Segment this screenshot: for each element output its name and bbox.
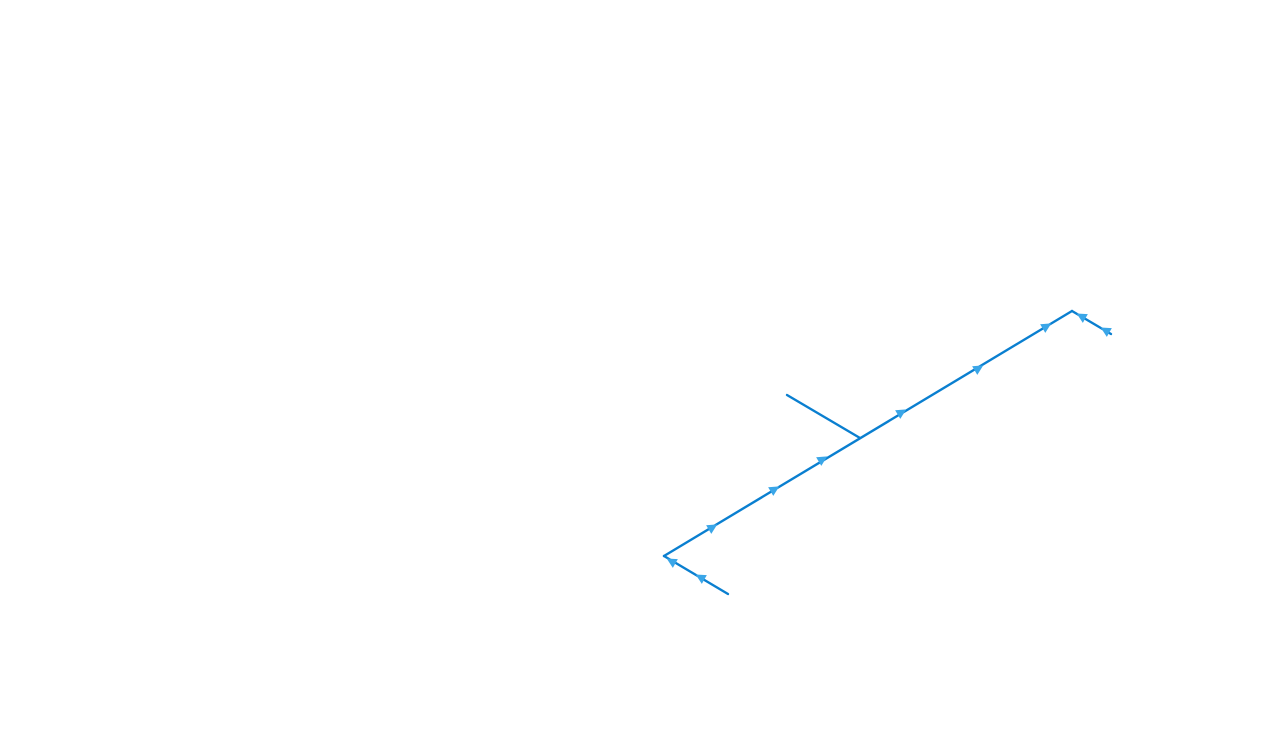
flow-arrow-icon xyxy=(706,524,718,534)
flow-arrow-icon xyxy=(1100,327,1112,337)
flow-arrow-icon xyxy=(1076,313,1088,323)
flow-arrow-icon xyxy=(816,456,828,466)
flow-arrow-icon xyxy=(695,574,707,584)
pipe-main-run xyxy=(662,309,1074,558)
flow-arrow-icon xyxy=(1040,323,1052,333)
pipe-network xyxy=(662,309,1113,596)
pipe-branch xyxy=(785,393,862,440)
flow-arrow-icon xyxy=(895,409,907,419)
flow-arrow-icon xyxy=(666,558,678,568)
flow-arrows xyxy=(666,313,1112,584)
flow-arrow-icon xyxy=(768,486,780,496)
flow-arrow-icon xyxy=(972,365,984,375)
